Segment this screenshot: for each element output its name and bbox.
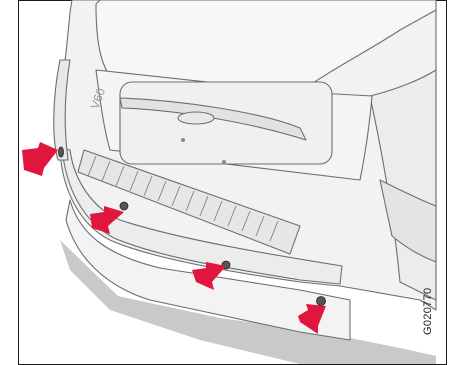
sensor-left-corner	[59, 147, 64, 157]
figure-code: G020770	[422, 288, 434, 335]
sensor-right-corner	[317, 297, 326, 306]
sensor-left-center	[120, 202, 128, 210]
